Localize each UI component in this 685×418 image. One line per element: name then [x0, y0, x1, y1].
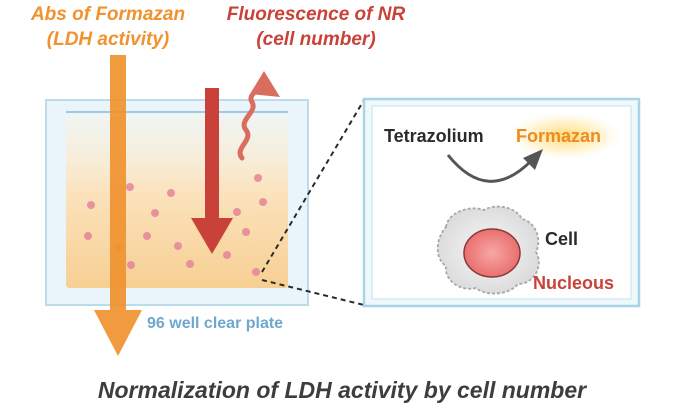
cell-dot — [87, 201, 95, 209]
cell-dot — [167, 189, 175, 197]
cell-dot — [223, 251, 231, 259]
tetrazolium-label: Tetrazolium — [384, 126, 484, 146]
zoom-line-top — [261, 99, 365, 273]
cell-dot — [126, 183, 134, 191]
reaction-arrow-head — [523, 149, 543, 170]
excitation-arrow — [191, 88, 233, 254]
absorbance-arrow — [94, 55, 142, 356]
cell-dot — [151, 209, 159, 217]
cell-dot — [252, 268, 260, 276]
cell-dot — [127, 261, 135, 269]
fluor-label-line1: Fluorescence of NR — [227, 4, 406, 25]
emission-arrow-head — [250, 71, 280, 97]
formazan-label: Formazan — [516, 126, 601, 146]
excitation-arrow-shaft — [205, 88, 219, 220]
nucleous-label: Nucleous — [533, 273, 614, 293]
cell-label: Cell — [545, 229, 578, 249]
excitation-arrow-head — [191, 218, 233, 254]
reaction-curve — [446, 154, 534, 183]
caption: Normalization of LDH activity by cell nu… — [98, 377, 587, 403]
cell-dot — [186, 260, 194, 268]
nucleus-shape — [463, 228, 521, 278]
cell-dot — [259, 198, 267, 206]
well-liquid — [66, 112, 288, 288]
formazan-glow — [507, 112, 623, 160]
cell-dot — [143, 232, 151, 240]
cell-dot — [242, 228, 250, 236]
zoom-lines — [261, 99, 365, 306]
cell-dot — [174, 242, 182, 250]
nucleus-icon — [463, 228, 521, 278]
cell-dot — [254, 174, 262, 182]
well — [45, 99, 309, 306]
fluor-label-line2: (cell number) — [256, 29, 375, 50]
abs-label-line2: (LDH activity) — [47, 29, 169, 50]
cell-dot — [233, 208, 241, 216]
absorbance-arrow-head — [94, 310, 142, 356]
curved-arrow-icon — [446, 149, 543, 183]
plate-label: 96 well clear plate — [147, 315, 283, 332]
wavy-arrow-icon — [237, 71, 280, 161]
cell-dot — [84, 232, 92, 240]
abs-label-line1: Abs of Formazan — [30, 4, 185, 25]
absorbance-arrow-shaft — [110, 55, 126, 310]
